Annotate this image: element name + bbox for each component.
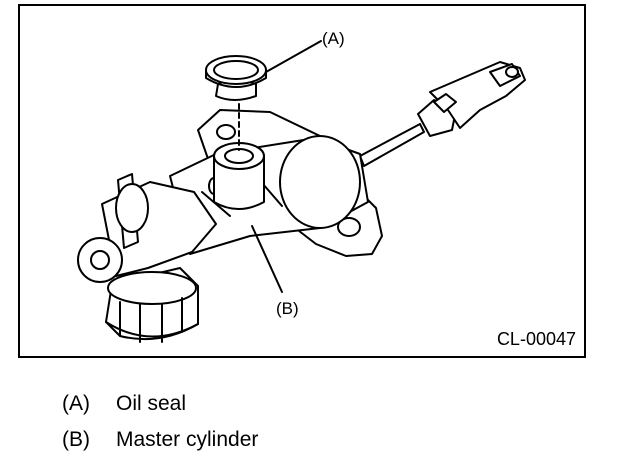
flange-hole-upper [216,124,236,140]
legend: (A) Oil seal (B) Master cylinder [62,386,258,458]
push-rod [359,123,425,167]
legend-label: Master cylinder [116,428,259,451]
legend-key: (B) [62,428,90,451]
legend-key: (A) [62,392,90,415]
flange-hole-lower [337,217,361,237]
legend-item: (B) Master cylinder [62,422,258,458]
outlet-fitting [77,173,217,283]
master-cylinder-illustration [77,40,526,343]
reservoir-neck [213,155,265,210]
legend-label: Oil seal [116,392,187,415]
leader-b [251,225,283,293]
diagram-frame: (A) (B) CL-00047 [18,4,586,358]
callout-b: (B) [276,299,299,318]
callout-a: (A) [322,29,345,48]
leader-a [265,40,322,73]
oil-seal [205,55,267,101]
clevis-yoke [417,61,526,137]
cylinder-end [279,135,361,229]
lock-nut [105,267,199,343]
legend-item: (A) Oil seal [62,386,258,422]
figure-code: CL-00047 [496,329,576,349]
